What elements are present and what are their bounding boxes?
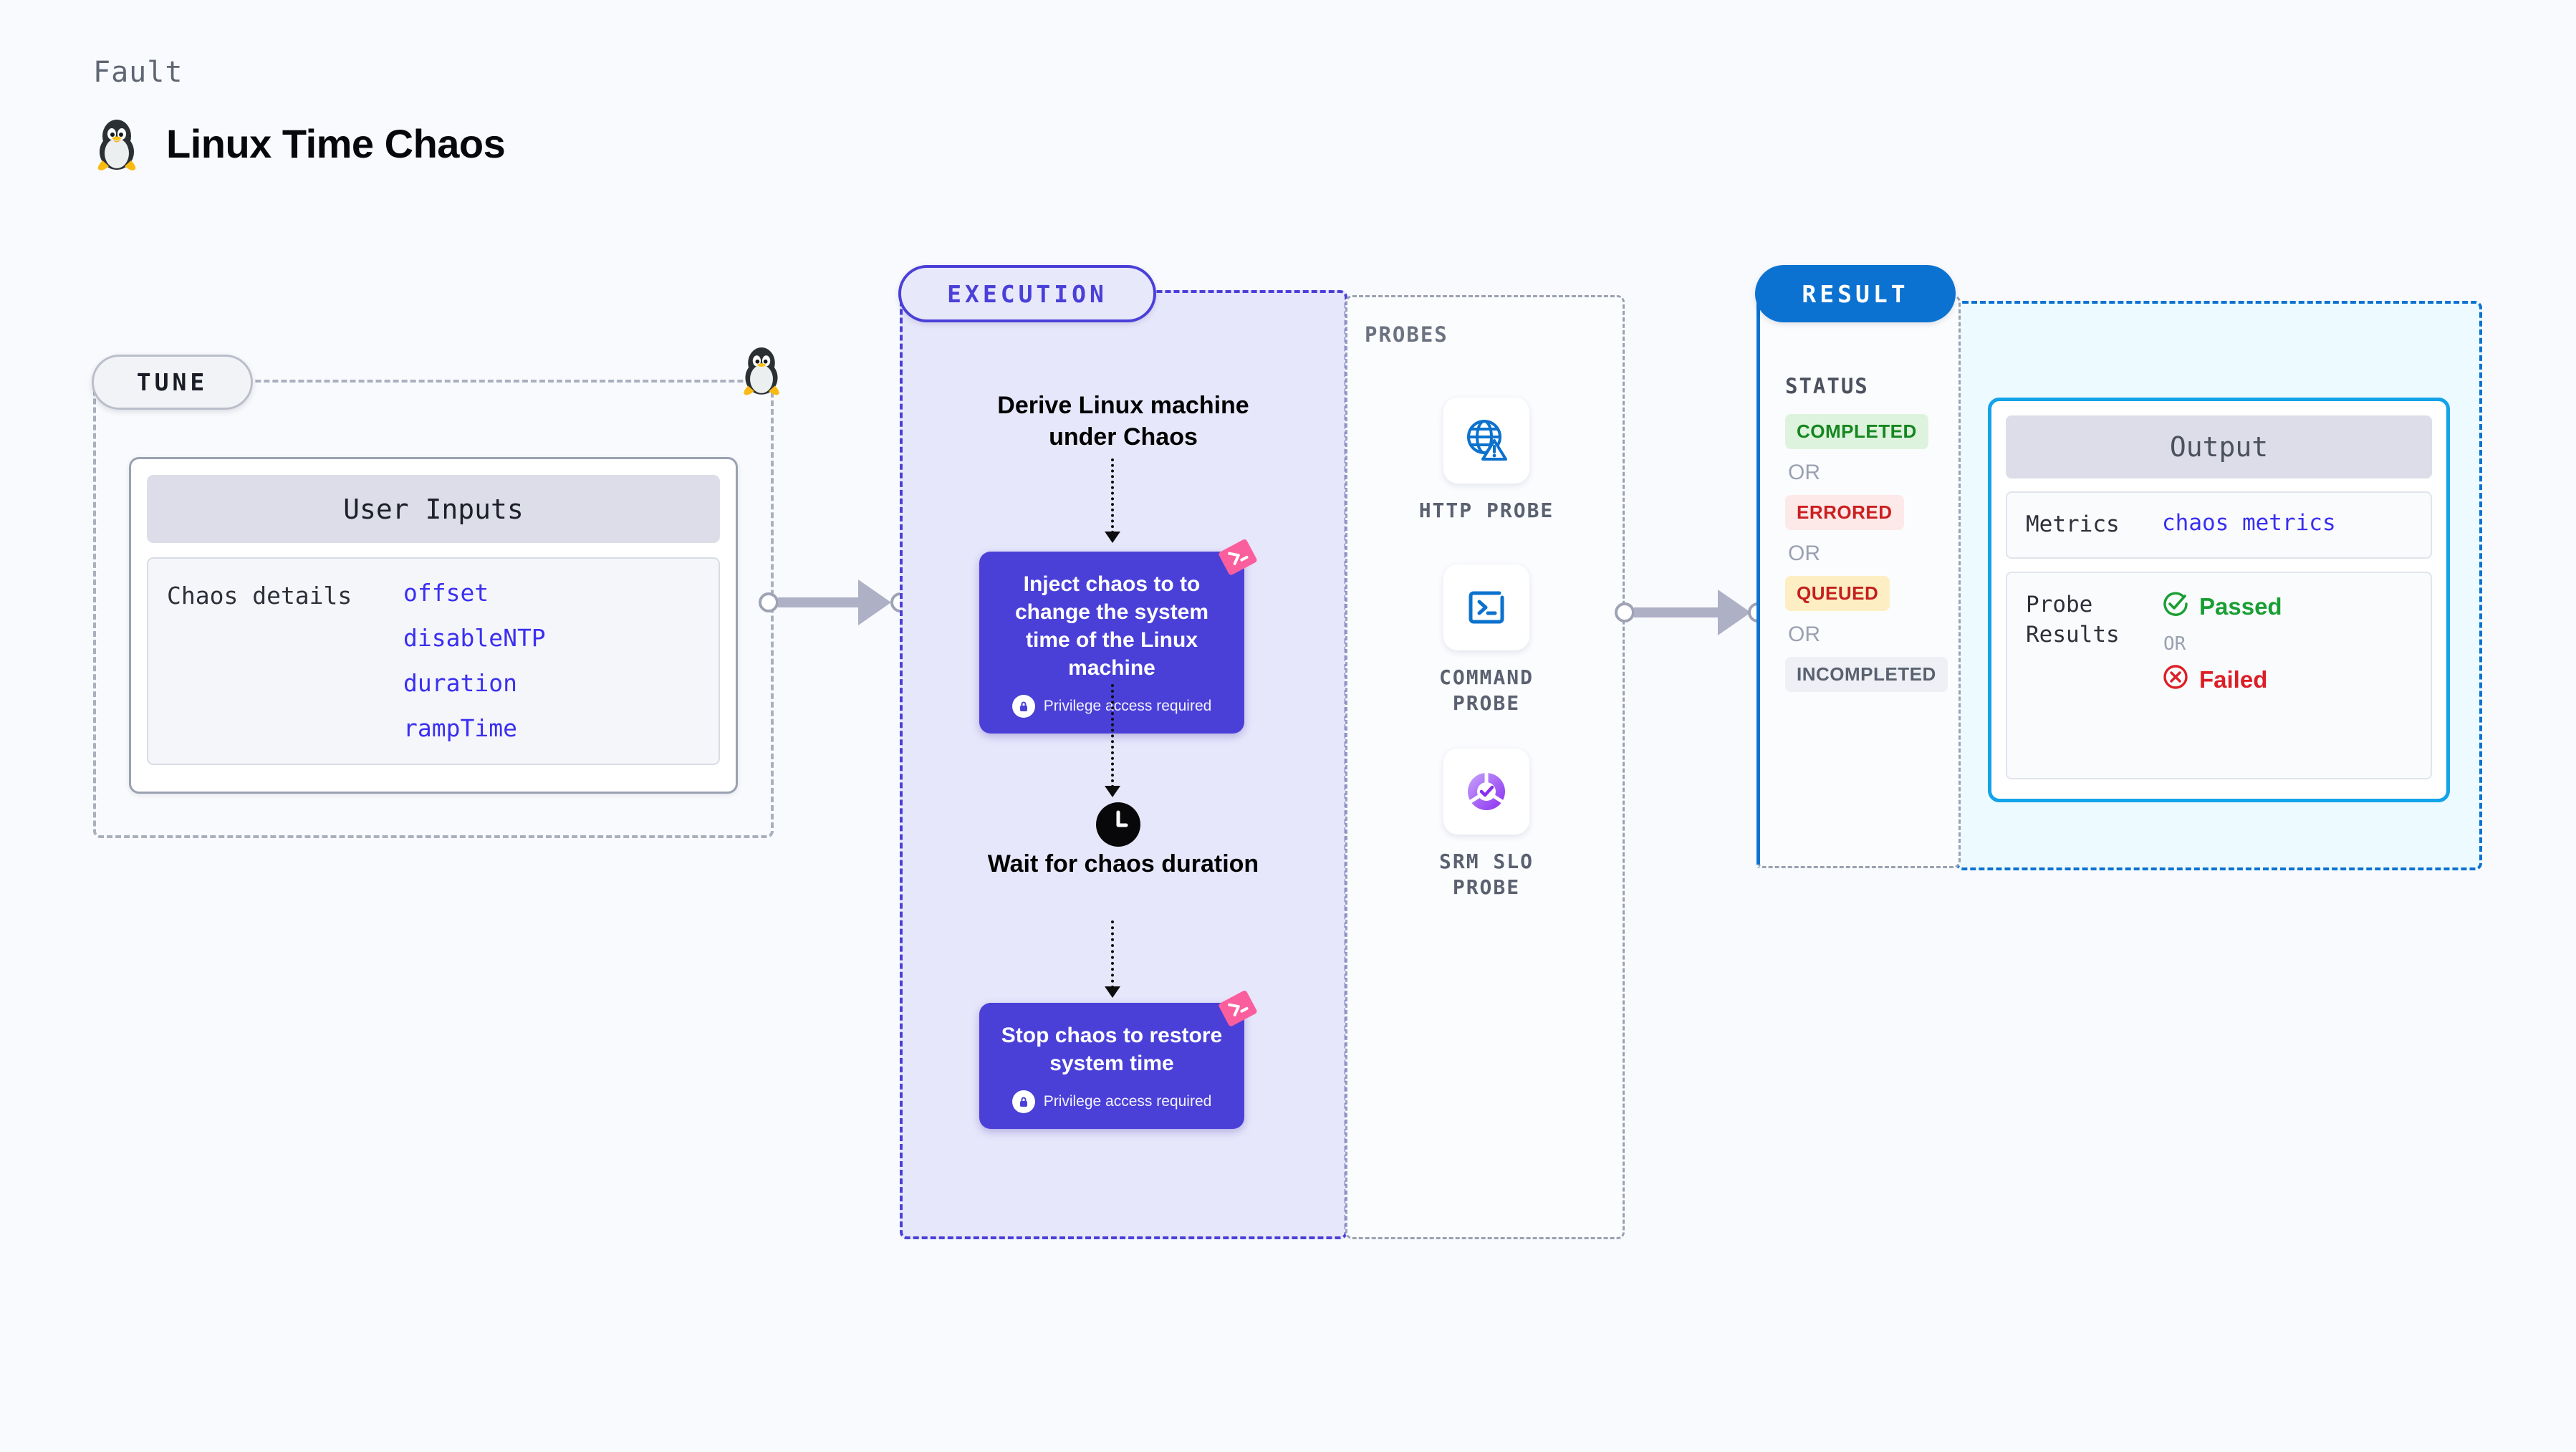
user-inputs-card: User Inputs Chaos details offset disable…	[129, 457, 738, 794]
harness-fault-ribbon-icon	[1217, 536, 1257, 580]
flow-arrow-line-3	[1111, 920, 1114, 989]
tune-pill: TUNE	[92, 355, 253, 410]
connector-dot-left	[759, 592, 779, 612]
tux-penguin-border-icon	[739, 342, 784, 400]
globe-warning-icon	[1443, 398, 1529, 484]
status-section-label: STATUS	[1785, 374, 1869, 398]
clock-icon	[1096, 802, 1140, 850]
probe-result-failed: Failed	[2162, 663, 2282, 696]
execution-step-wait-label: Wait for chaos duration	[987, 850, 1259, 878]
param-ramptime[interactable]: rampTime	[403, 714, 517, 742]
status-list: COMPLETED OR ERRORED OR QUEUED OR INCOMP…	[1785, 414, 1957, 692]
status-badge-errored: ERRORED	[1785, 495, 1904, 530]
status-or-1: OR	[1788, 461, 1820, 484]
connector-line-2	[1634, 607, 1720, 617]
status-badge-incompleted: INCOMPLETED	[1785, 657, 1948, 692]
result-pill: RESULT	[1755, 265, 1956, 322]
status-or-2: OR	[1788, 542, 1820, 565]
flow-arrow-head-1	[1105, 532, 1120, 543]
check-circle-icon	[2162, 590, 2189, 623]
output-card: Output Metrics chaos metrics Probe Resul…	[1988, 398, 2450, 802]
param-disablentp[interactable]: disableNTP	[403, 624, 546, 652]
chaos-details-values: offset disableNTP duration rampTime	[403, 579, 546, 744]
param-duration[interactable]: duration	[403, 669, 517, 697]
execution-step-stop-title: Stop chaos to restore system time	[1001, 1024, 1223, 1075]
output-probe-results-row: Probe Results Passed OR	[2006, 571, 2432, 779]
probe-result-failed-label: Failed	[2199, 665, 2268, 693]
output-metrics-label: Metrics	[2026, 511, 2120, 537]
status-or-3: OR	[1788, 622, 1820, 646]
lock-icon	[1011, 1090, 1035, 1113]
user-inputs-title: User Inputs	[147, 475, 720, 543]
param-offset[interactable]: offset	[403, 579, 489, 607]
page-title-row: Linux Time Chaos	[93, 115, 506, 172]
probe-item-http[interactable]: HTTP PROBE	[1400, 398, 1572, 524]
output-probe-results-label: Probe Results	[2026, 591, 2120, 648]
privilege-note-text: Privilege access required	[1043, 698, 1212, 714]
connector-dot-left-2	[1615, 602, 1635, 622]
lock-icon	[1011, 695, 1035, 718]
flow-arrow-head-3	[1105, 986, 1120, 998]
slo-donut-check-icon	[1443, 749, 1529, 835]
probe-result-passed: Passed	[2162, 590, 2282, 623]
probe-result-or: OR	[2163, 633, 2186, 655]
probes-section-label: PROBES	[1365, 322, 1448, 347]
harness-fault-ribbon-icon	[1217, 987, 1257, 1031]
probe-result-passed-label: Passed	[2199, 592, 2282, 620]
chaos-details-label: Chaos details	[167, 582, 352, 610]
probe-label-srm-slo: SRM SLO PROBE	[1438, 850, 1534, 900]
execution-step-inject-note: Privilege access required	[995, 695, 1229, 718]
status-badge-queued: QUEUED	[1785, 576, 1890, 611]
probe-item-command[interactable]: COMMAND PROBE	[1400, 564, 1572, 717]
connector-line-1	[778, 597, 860, 607]
status-badge-completed: COMPLETED	[1785, 414, 1928, 449]
execution-step-inject-title: Inject chaos to to change the system tim…	[1014, 572, 1209, 680]
probe-label-command: COMMAND PROBE	[1438, 665, 1534, 716]
privilege-note-text: Privilege access required	[1043, 1093, 1212, 1110]
execution-pill: EXECUTION	[898, 265, 1156, 322]
output-metrics-value[interactable]: chaos metrics	[2162, 510, 2336, 536]
connector-arrow-2	[1718, 590, 1751, 635]
execution-step-stop-note: Privilege access required	[995, 1090, 1229, 1113]
execution-step-derive-label: Derive Linux machine under Chaos	[997, 392, 1249, 451]
probe-item-srm-slo[interactable]: SRM SLO PROBE	[1400, 749, 1572, 901]
result-region-left-edge	[1756, 295, 1760, 868]
execution-step-stop-block[interactable]: Stop chaos to restore system time Privil…	[979, 990, 1257, 1129]
x-circle-icon	[2162, 663, 2189, 696]
output-title: Output	[2006, 415, 2432, 479]
output-probe-results-values: Passed OR Failed	[2162, 590, 2282, 761]
tux-penguin-icon	[93, 115, 140, 172]
output-metrics-row: Metrics chaos metrics	[2006, 491, 2432, 559]
flow-arrow-line-1	[1111, 458, 1114, 534]
probe-label-http: HTTP PROBE	[1418, 499, 1554, 522]
page-title: Linux Time Chaos	[166, 120, 506, 166]
fault-eyebrow-label: Fault	[93, 56, 183, 89]
flow-arrow-line-2	[1111, 684, 1114, 788]
flow-arrow-head-2	[1105, 786, 1120, 797]
terminal-icon	[1443, 564, 1529, 650]
chaos-details-row: Chaos details offset disableNTP duration…	[147, 557, 720, 765]
connector-arrow-1	[858, 580, 891, 625]
